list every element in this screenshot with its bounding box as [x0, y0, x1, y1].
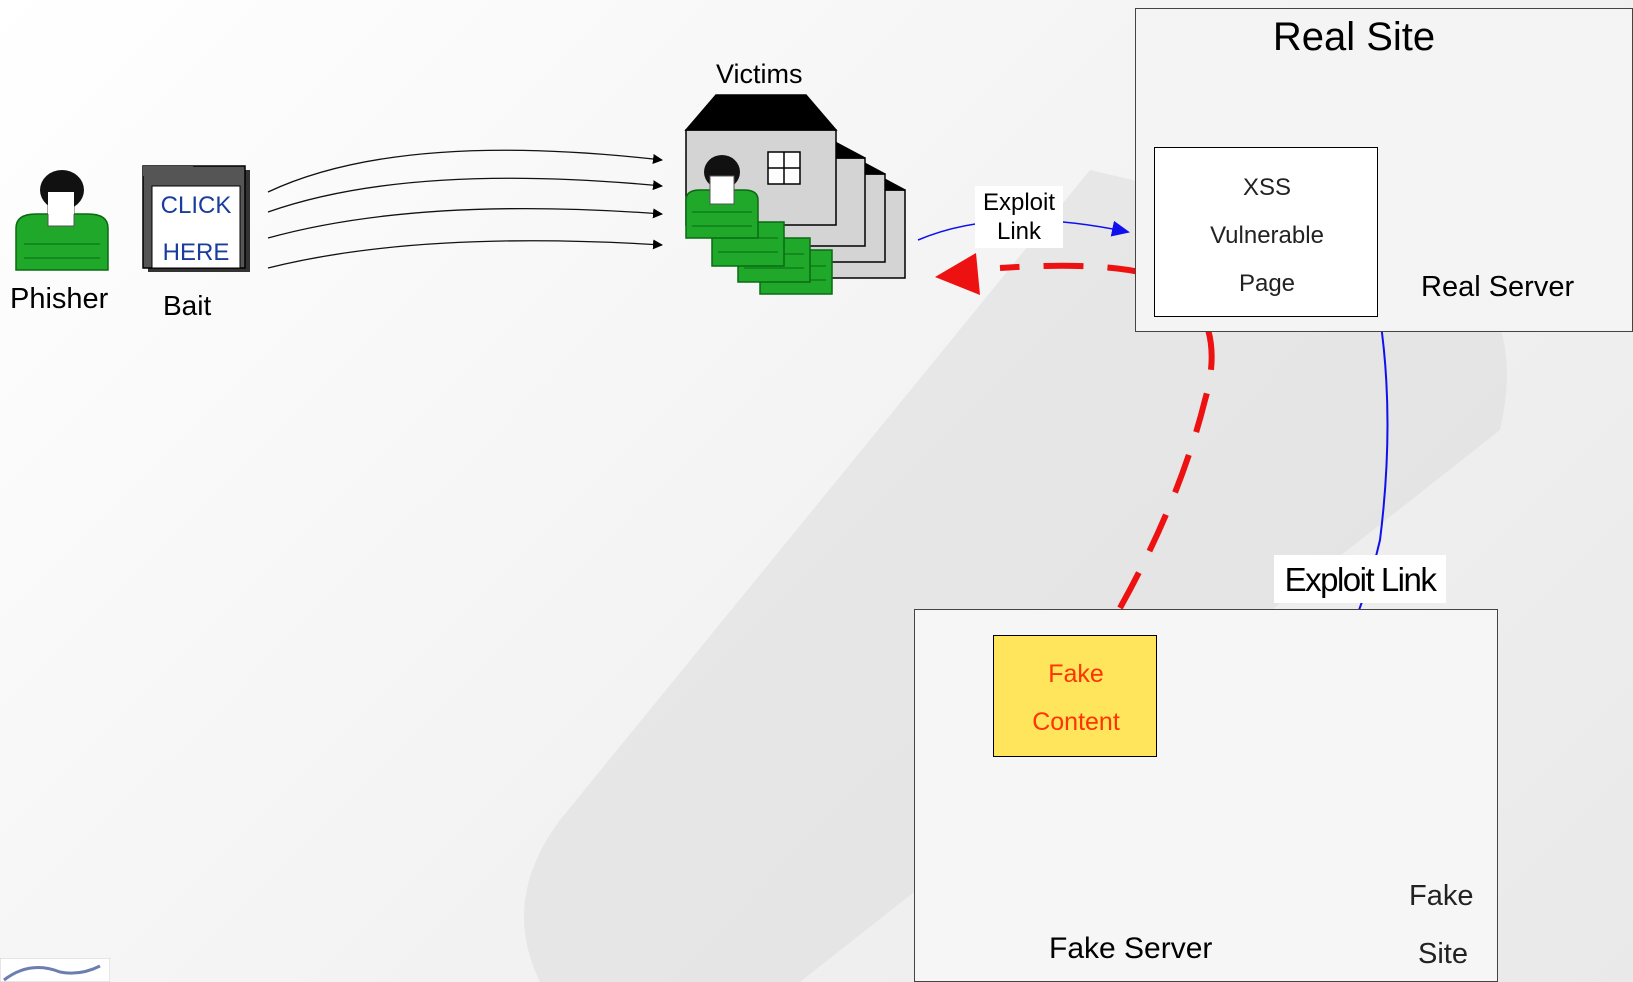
xss-vulnerable-page: XSS Vulnerable Page	[1154, 147, 1378, 317]
bait-click-text: CLICK	[160, 192, 232, 219]
fake-content-line2: Content	[1032, 708, 1120, 736]
real-server-label: Real Server	[1421, 271, 1575, 303]
return-arrowhead	[935, 253, 980, 295]
exploit-link-small-line2: Link	[996, 218, 1042, 245]
fake-site-line1: Fake	[1409, 880, 1474, 912]
exploit-link-small-line1: Exploit	[982, 189, 1056, 216]
real-site-box: Real Site XSS Vulnerable Page Real Serve…	[1135, 8, 1633, 332]
xss-page-line1: XSS	[1242, 174, 1292, 201]
phisher-label: Phisher	[10, 283, 109, 315]
exploit-link-small-label: Exploit Link	[975, 186, 1063, 248]
fake-site-line2: Site	[1418, 938, 1468, 970]
xss-page-line3: Page	[1238, 270, 1296, 297]
bait-document-icon	[142, 165, 250, 272]
victims-label: Victims	[716, 59, 803, 89]
bait-to-victims-arrows	[267, 149, 663, 269]
fake-server-label: Fake Server	[1049, 932, 1213, 965]
logo-fragment-icon	[0, 958, 110, 982]
real-site-title: Real Site	[1272, 15, 1436, 59]
fake-content-return-path	[999, 262, 1215, 610]
fake-content-box: Fake Content	[993, 635, 1157, 757]
victim-figures-icon	[685, 155, 833, 295]
exploit-link-large-label: Exploit Link	[1274, 555, 1446, 603]
bait-here-text: HERE	[162, 239, 230, 266]
fake-content-line1: Fake	[1048, 660, 1104, 688]
xss-page-line2: Vulnerable	[1210, 222, 1324, 249]
fake-site-box: Fake Content Fake Server Fake Site	[914, 609, 1498, 982]
exploit-link-large-text: Exploit Link	[1284, 561, 1437, 598]
bait-label: Bait	[163, 290, 212, 321]
background-swoosh	[524, 170, 1507, 982]
phisher-icon	[15, 170, 109, 271]
